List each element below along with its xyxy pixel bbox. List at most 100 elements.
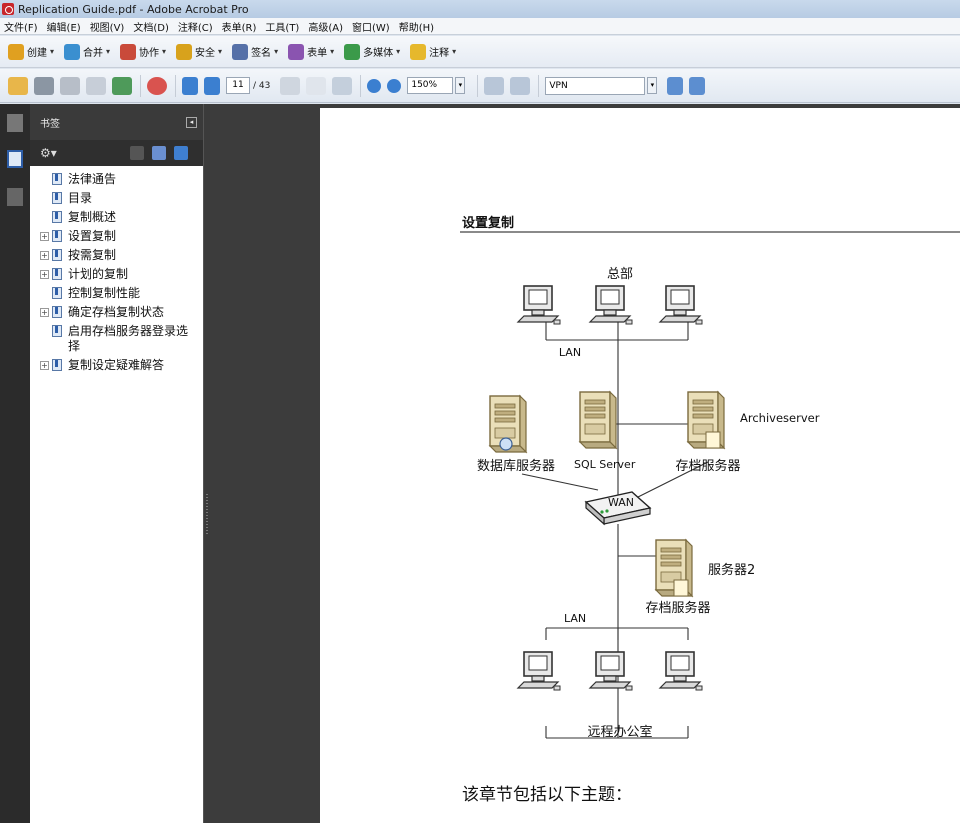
menu-advanced[interactable]: 高级(A): [308, 22, 343, 34]
hand-tool-icon[interactable]: [306, 76, 327, 95]
expand-icon[interactable]: +: [40, 308, 49, 317]
hq-label: 总部: [607, 267, 633, 282]
bookmark-item[interactable]: + 设置复制: [30, 229, 203, 244]
gear-icon[interactable]: ⚙▾: [40, 146, 57, 160]
open-folder-icon[interactable]: [8, 76, 28, 95]
archive-server-top-label: 存档服务器: [675, 458, 740, 474]
bookmarks-header: 书签 ◂: [30, 104, 203, 140]
bookmark-icon: [52, 287, 62, 299]
expand-icon[interactable]: +: [40, 251, 49, 260]
email-icon[interactable]: [86, 76, 106, 95]
fit-width-icon[interactable]: [484, 76, 505, 95]
expand-icon[interactable]: +: [40, 361, 49, 370]
bookmark-icon: [52, 211, 62, 223]
toolbar-divider: [477, 74, 479, 97]
task-forms-label: 表单: [307, 48, 328, 59]
bookmark-icon: [52, 306, 62, 318]
bookmark-item[interactable]: 启用存档服务器登录选择: [30, 324, 203, 354]
menu-window[interactable]: 窗口(W): [352, 22, 390, 34]
select-tool-icon[interactable]: [280, 76, 301, 95]
menu-tools[interactable]: 工具(T): [265, 22, 300, 34]
task-create-label: 创建: [27, 48, 47, 59]
task-collaborate-button[interactable]: 协作▾: [120, 43, 167, 60]
task-multimedia-button[interactable]: 多媒体▾: [344, 43, 400, 60]
bookmark-item[interactable]: + 复制设定疑难解答: [30, 358, 203, 373]
form-icon: [288, 43, 305, 60]
zoom-out-icon[interactable]: [367, 78, 382, 93]
arrow-down-icon[interactable]: [204, 76, 220, 95]
archive-folder-icon: [705, 431, 721, 449]
bookmark-item[interactable]: 法律通告: [30, 172, 203, 187]
expand-icon[interactable]: +: [40, 232, 49, 241]
pages-icon[interactable]: [7, 114, 23, 132]
bookmark-item[interactable]: + 确定存档复制状态: [30, 305, 203, 320]
bookmark-item[interactable]: 复制概述: [30, 210, 203, 225]
zoom-level-select[interactable]: 150%: [407, 77, 454, 94]
menu-forms[interactable]: 表单(R): [221, 22, 257, 34]
task-comment-button[interactable]: 注释▾: [410, 43, 457, 60]
chevron-down-icon: ▾: [330, 47, 335, 56]
task-create-button[interactable]: 创建▾: [8, 43, 54, 60]
task-toolbar: 创建▾ 合并▾ 协作▾ 安全▾ 签名▾ 表单▾ 多媒体▾ 注释▾: [0, 36, 960, 68]
bookmark-item[interactable]: + 计划的复制: [30, 267, 203, 282]
zoom-in-icon[interactable]: [387, 78, 402, 93]
chevron-down-icon: ▾: [452, 47, 457, 56]
topics-heading: 该章节包括以下主题：: [462, 785, 632, 805]
bookmarks-icon[interactable]: [7, 150, 23, 168]
page-total: / 43: [253, 80, 271, 91]
print-icon[interactable]: [34, 76, 54, 95]
archiveserver-label: Archiveserver: [740, 411, 820, 425]
find-input[interactable]: VPN: [545, 76, 646, 95]
bookmark-icon: [52, 249, 62, 261]
task-sign-label: 签名: [251, 48, 272, 59]
chevron-down-icon[interactable]: ▾: [647, 77, 658, 94]
bookmark-icon: [52, 268, 62, 280]
find-previous-icon[interactable]: [667, 76, 684, 95]
multimedia-icon: [344, 43, 361, 60]
task-secure-button[interactable]: 安全▾: [176, 43, 222, 60]
find-next-icon[interactable]: [689, 76, 706, 95]
delete-icon[interactable]: [129, 146, 144, 160]
zoom-tool-icon[interactable]: [332, 76, 353, 95]
hq-computer-3: [659, 285, 703, 325]
menu-comments[interactable]: 注释(C): [177, 22, 213, 34]
bookmark-item[interactable]: 目录: [30, 191, 203, 206]
panel-splitter[interactable]: [204, 104, 210, 823]
db-server-label: 数据库服务器: [477, 458, 555, 474]
section-title: 设置复制: [462, 216, 515, 231]
save-icon[interactable]: [60, 76, 80, 95]
sql-server-icon: [579, 391, 617, 449]
chevron-down-icon[interactable]: ▾: [455, 77, 466, 94]
menu-edit[interactable]: 编辑(E): [46, 22, 81, 34]
document-area[interactable]: 设置复制: [210, 104, 960, 823]
bookmark-item[interactable]: + 按需复制: [30, 248, 203, 263]
window-title: Replication Guide.pdf - Adobe Acrobat Pr…: [18, 2, 249, 16]
menu-file[interactable]: 文件(F): [4, 22, 38, 34]
menu-help[interactable]: 帮助(H): [398, 22, 435, 34]
upload-icon[interactable]: [112, 76, 132, 95]
bookmark-label: 法律通告: [68, 172, 117, 186]
signatures-icon[interactable]: [7, 188, 23, 206]
comment-icon: [410, 43, 427, 60]
bookmark-icon: [52, 230, 62, 242]
expand-icon[interactable]: +: [40, 270, 49, 279]
page-number-input[interactable]: 11: [226, 77, 250, 94]
menu-document[interactable]: 文档(D): [133, 22, 169, 34]
fit-page-icon[interactable]: [510, 76, 531, 95]
task-collaborate-label: 协作: [139, 48, 160, 59]
bookmark-icon: [52, 173, 62, 185]
bookmark-item[interactable]: 控制复制性能: [30, 286, 203, 301]
task-sign-button[interactable]: 签名▾: [232, 43, 278, 60]
task-combine-button[interactable]: 合并▾: [64, 43, 110, 60]
sql-server-label: SQL Server: [574, 458, 636, 471]
comment-bubble-icon[interactable]: [147, 76, 167, 95]
task-forms-button[interactable]: 表单▾: [288, 43, 335, 60]
arrow-up-icon[interactable]: [182, 76, 198, 95]
expand-bookmark-icon[interactable]: [173, 146, 188, 160]
panel-menu-icon[interactable]: ◂: [186, 116, 197, 128]
new-bookmark-icon[interactable]: [151, 146, 166, 160]
lock-icon: [176, 43, 193, 60]
menu-view[interactable]: 视图(V): [89, 22, 125, 34]
bookmark-icon: [52, 359, 62, 371]
chevron-down-icon: ▾: [162, 47, 167, 56]
